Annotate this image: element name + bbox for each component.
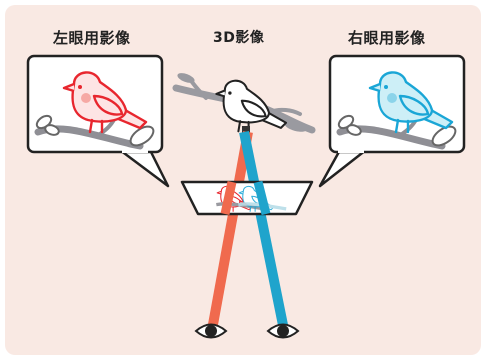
- 3d-image: [172, 73, 316, 138]
- left-eye-image-panel: [26, 54, 170, 188]
- right-eye-image-title: 右眼用影像: [348, 29, 426, 47]
- eye-icon: [266, 323, 300, 339]
- projection-screen: [180, 180, 314, 216]
- bird-icon: [62, 71, 148, 134]
- 3d-image-title: 3D影像: [213, 30, 265, 46]
- right-eye-sight-line: [239, 131, 289, 331]
- right-eye-image-panel: [318, 54, 466, 188]
- eye-icon: [194, 323, 228, 339]
- bird-icon: [368, 71, 454, 134]
- left-eye-image-title: 左眼用影像: [53, 29, 131, 47]
- left-eye-sight-line: [207, 131, 253, 331]
- sight-lines: [207, 131, 289, 331]
- bird-icon: [215, 79, 288, 133]
